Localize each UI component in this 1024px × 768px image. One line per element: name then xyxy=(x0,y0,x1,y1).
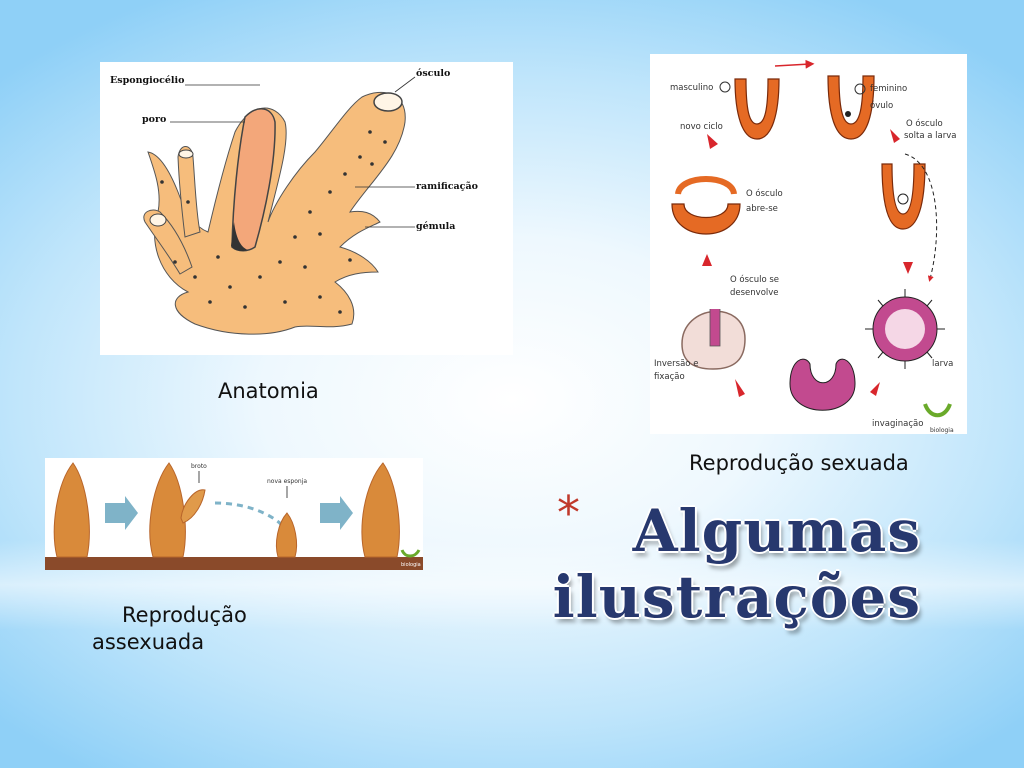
label-masculino: masculino xyxy=(670,83,713,93)
label-poro: poro xyxy=(142,114,166,125)
label-novo-ciclo: novo ciclo xyxy=(680,122,723,132)
sponge-1 xyxy=(53,462,90,558)
anatomy-image: Espongiocélio poro ósculo ramificação gé… xyxy=(100,62,513,355)
label-desenvolve-2: desenvolve xyxy=(730,288,779,298)
svg-text:biologia: biologia xyxy=(401,562,421,568)
label-espongiocelio: Espongiocélio xyxy=(110,75,184,86)
title-bullet: * xyxy=(557,486,580,540)
label-ovulo: óvulo xyxy=(870,100,893,111)
svg-text:biologia: biologia xyxy=(930,427,954,434)
label-inversao-2: fixação xyxy=(654,372,685,382)
title-line-1: Algumas xyxy=(632,497,921,565)
label-desenvolve-1: O ósculo se xyxy=(730,274,779,285)
pore-dots xyxy=(160,130,387,314)
female-sponge xyxy=(827,75,875,140)
label-osculo-solta-1: O ósculo xyxy=(906,118,943,129)
label-inversao-1: Inversão e xyxy=(654,359,698,369)
label-nova-esponja: nova esponja xyxy=(267,478,307,485)
sexual-reproduction-image: masculino feminino óvulo novo ciclo O ós… xyxy=(650,54,967,434)
title-line-2: ilustrações xyxy=(552,563,921,631)
sponge-with-bud xyxy=(149,462,186,558)
osculum-opens-sponge xyxy=(671,203,741,235)
sexual-cycle-diagram: masculino feminino óvulo novo ciclo O ós… xyxy=(654,59,956,434)
sponge-3 xyxy=(361,462,400,558)
label-feminino: feminino xyxy=(870,84,907,94)
slide-title: Algumas ilustrações xyxy=(466,498,921,630)
label-broto: broto xyxy=(191,463,207,470)
yo-biologia-logo-small: biologia xyxy=(400,549,421,568)
yo-biologia-logo: biologia xyxy=(923,403,954,434)
spongocoel-cavity xyxy=(231,108,276,252)
asexual-caption: Reprodução assexuada xyxy=(92,603,247,654)
sponge-body xyxy=(147,91,406,335)
asexual-reproduction-image: broto nova esponja biologia xyxy=(45,458,423,570)
sponge-anatomy-drawing: Espongiocélio poro ósculo ramificação gé… xyxy=(110,68,478,335)
sexual-caption: Reprodução sexuada xyxy=(689,451,909,475)
anatomy-caption: Anatomia xyxy=(218,379,319,403)
label-larva: larva xyxy=(932,359,953,369)
new-sponge xyxy=(275,512,298,558)
label-invaginacao: invaginação xyxy=(872,419,923,429)
releasing-sponge xyxy=(881,163,926,230)
asexual-budding-diagram: broto nova esponja biologia xyxy=(45,462,423,570)
label-abre-2: abre-se xyxy=(746,204,778,214)
osculum-opening xyxy=(373,92,403,112)
bud xyxy=(180,489,206,524)
invagination xyxy=(789,358,856,411)
label-ramificacao: ramificação xyxy=(416,181,478,192)
label-abre-1: O ósculo xyxy=(746,188,783,199)
label-osculo-solta-2: solta a larva xyxy=(904,131,956,141)
cavity-dark-wall xyxy=(231,222,248,251)
label-osculo: ósculo xyxy=(416,68,450,79)
small-branch xyxy=(177,146,201,238)
male-sponge xyxy=(734,78,780,140)
label-gemula: gémula xyxy=(416,221,455,232)
